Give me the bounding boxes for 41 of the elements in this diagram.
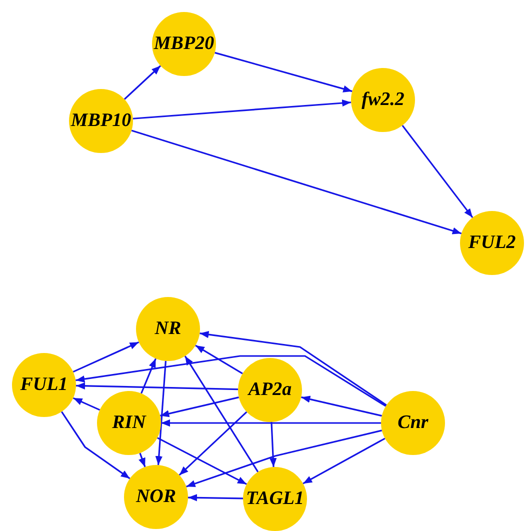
arrow [157,437,247,485]
gene-node [238,358,302,422]
gene-label: AP2a [248,379,292,401]
arrow [214,52,352,92]
arrow [72,397,100,411]
arrow [302,438,386,484]
arrow [270,422,277,468]
arrow [301,396,382,417]
gene-label: FUL2 [468,232,516,254]
gene-label: Cnr [398,412,428,434]
gene-node [243,467,307,531]
arrow [131,130,462,234]
arrow [402,124,474,218]
gene-label: NOR [136,486,176,508]
arrow [124,65,162,100]
gene-label: NR [154,318,182,340]
gene-node [124,465,188,529]
gene-node [97,391,161,455]
arrow [140,358,156,394]
arrow [200,330,387,406]
arrow [132,99,352,120]
gene-label: MBP10 [70,110,132,132]
arrow [155,360,167,466]
arrow [188,494,244,502]
gene-label: RIN [112,412,146,434]
arrow [184,356,259,472]
gene-label: fw2.2 [362,89,404,111]
arrow [72,341,140,373]
arrow [161,419,381,427]
arrow [160,396,240,418]
gene-label: MBP20 [154,33,214,55]
gene-label: TAGL1 [246,488,304,510]
arrow [186,430,382,488]
arrow [60,411,130,480]
arrow [76,355,386,407]
gene-node [136,297,200,361]
arrow [76,382,238,390]
arrow [195,344,243,374]
arrow [138,452,146,468]
arrow [178,411,248,476]
gene-label: FUL1 [20,374,68,396]
